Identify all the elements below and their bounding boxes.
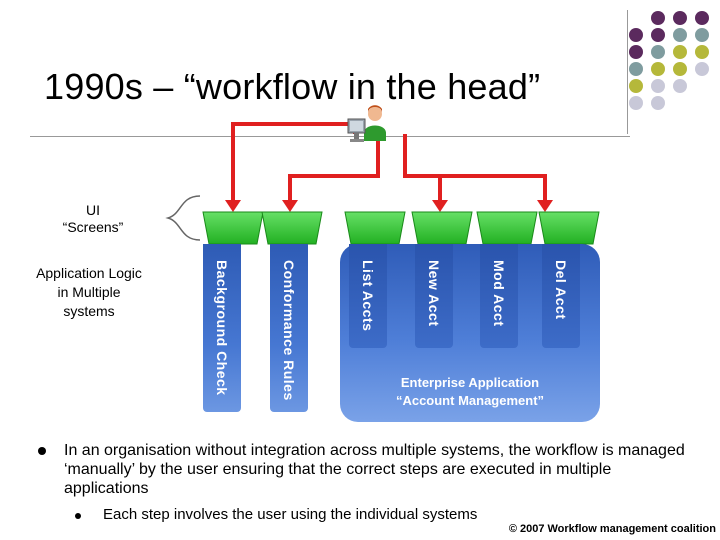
module-label: Del Acct bbox=[553, 260, 569, 320]
decorative-dot bbox=[651, 62, 665, 76]
decorative-dot bbox=[629, 28, 643, 42]
decorative-dot bbox=[673, 62, 687, 76]
decorative-dot bbox=[629, 62, 643, 76]
decorative-dot bbox=[629, 45, 643, 59]
decorative-dot bbox=[629, 96, 643, 110]
module-list-accts: List Accts bbox=[349, 244, 387, 348]
user-at-computer-icon bbox=[347, 105, 386, 142]
decorative-dot bbox=[651, 45, 665, 59]
module-label: List Accts bbox=[360, 260, 376, 332]
ui-screens bbox=[202, 211, 600, 245]
module-label: Background Check bbox=[214, 260, 230, 396]
decorative-dot bbox=[695, 11, 709, 25]
ui-screen-2 bbox=[261, 211, 323, 245]
bullet-main-text: In an organisation without integration a… bbox=[64, 442, 685, 497]
title-horizontal-divider bbox=[30, 136, 630, 137]
ui-screens-label: UI “Screens” bbox=[62, 202, 124, 235]
decorative-dot bbox=[673, 79, 687, 93]
decorative-dot bbox=[695, 62, 709, 76]
bullet-sub-text: Each step involves the user using the in… bbox=[103, 506, 478, 523]
decorative-dot bbox=[673, 28, 687, 42]
copyright-notice: © 2007 Workflow management coalition bbox=[508, 523, 716, 535]
decorative-dot bbox=[695, 28, 709, 42]
module-mod-acct: Mod Acct bbox=[480, 244, 518, 348]
decorative-dot bbox=[673, 11, 687, 25]
decorative-dot bbox=[651, 28, 665, 42]
module-label: Conformance Rules bbox=[281, 260, 297, 401]
bullet-marker bbox=[38, 447, 46, 455]
module-background-check: Background Check bbox=[203, 244, 241, 412]
ui-screen-5 bbox=[476, 211, 538, 245]
decorative-dot bbox=[651, 11, 665, 25]
module-conformance-rules: Conformance Rules bbox=[270, 244, 308, 412]
decorative-dot bbox=[651, 79, 665, 93]
decorative-dot bbox=[629, 79, 643, 93]
slide-title: 1990s – “workflow in the head” bbox=[44, 66, 541, 107]
application-logic-label: Application Logic in Multiple systems bbox=[36, 265, 142, 319]
module-label: Mod Acct bbox=[491, 260, 507, 327]
decorative-dot-grid bbox=[629, 11, 709, 110]
ui-screen-6 bbox=[538, 211, 600, 245]
brace bbox=[165, 195, 201, 241]
module-label: New Acct bbox=[426, 260, 442, 327]
decorative-dot bbox=[651, 96, 665, 110]
decorative-dot bbox=[673, 45, 687, 59]
module-del-acct: Del Acct bbox=[542, 244, 580, 348]
module-new-acct: New Acct bbox=[415, 244, 453, 348]
connector-to-screen-6 bbox=[403, 134, 547, 204]
enterprise-application-label: Enterprise Application “Account Manageme… bbox=[395, 375, 545, 408]
sub-bullet-marker bbox=[75, 513, 81, 519]
title-vertical-divider bbox=[627, 10, 628, 134]
ui-screen-4 bbox=[411, 211, 473, 245]
ui-screen-3 bbox=[344, 211, 406, 245]
decorative-dot bbox=[695, 45, 709, 59]
ui-screen-1 bbox=[202, 211, 264, 245]
